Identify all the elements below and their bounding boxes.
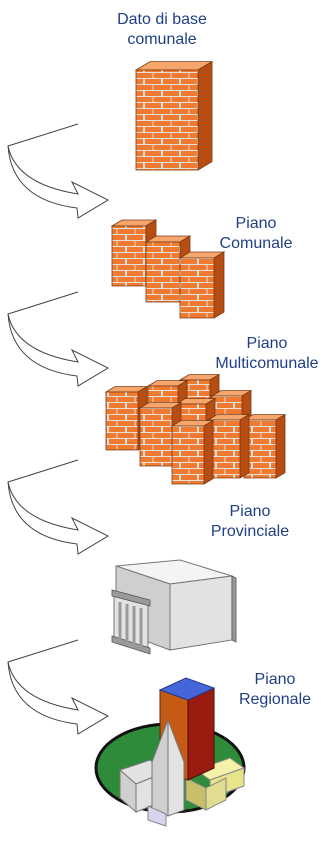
brick-face	[171, 425, 205, 485]
curved-arrow-icon	[7, 459, 110, 555]
brick-walls-multicomunale	[104, 373, 287, 485]
regional-island-icon	[94, 677, 246, 827]
label-piano-multicomunale: Piano Multicomunale	[212, 334, 322, 374]
label-piano-provinciale: Piano Provinciale	[198, 502, 302, 542]
label-piano-comunale-line2: Comunale	[219, 235, 293, 252]
brick-side	[213, 251, 225, 319]
label-piano-regionale-line1: Piano	[254, 671, 296, 688]
label-dato-di-base-line1: Dato di base	[117, 11, 207, 28]
brick-wall	[170, 419, 215, 485]
brick-face	[135, 69, 199, 171]
brick-face	[105, 391, 139, 451]
label-piano-regionale: Piano Regionale	[230, 670, 320, 710]
brick-face	[111, 225, 147, 287]
label-piano-comunale: Piano Comunale	[216, 214, 296, 254]
curved-arrow-icon	[7, 639, 110, 735]
label-piano-regionale-line2: Regionale	[238, 691, 312, 708]
brick-wall	[242, 413, 287, 479]
brick-walls-comunale	[110, 219, 226, 319]
arrow-2	[7, 291, 110, 387]
arrow-3	[7, 459, 110, 555]
label-piano-multicomunale-line1: Piano	[246, 335, 288, 352]
brick-side	[197, 60, 213, 171]
label-piano-comunale-line1: Piano	[235, 215, 277, 232]
brick-wall	[206, 413, 251, 479]
curved-arrow-icon	[7, 123, 110, 219]
arrow-1	[7, 123, 110, 219]
brick-wall	[178, 251, 226, 319]
brick-face	[139, 407, 173, 467]
label-piano-provinciale-line1: Piano	[229, 503, 271, 520]
provincial-building-icon	[111, 559, 237, 655]
brick-wall-single	[134, 60, 214, 171]
label-piano-provinciale-line2: Provinciale	[210, 523, 290, 540]
curved-arrow-icon	[7, 291, 110, 387]
brick-face	[145, 241, 181, 303]
label-dato-di-base: Dato di base comunale	[100, 10, 224, 50]
brick-side	[239, 413, 250, 479]
label-piano-multicomunale-line2: Multicomunale	[215, 355, 319, 372]
arrow-4	[7, 639, 110, 735]
brick-face	[179, 257, 215, 319]
brick-side	[275, 413, 286, 479]
brick-side	[203, 419, 214, 485]
label-dato-di-base-line2: comunale	[127, 31, 197, 48]
